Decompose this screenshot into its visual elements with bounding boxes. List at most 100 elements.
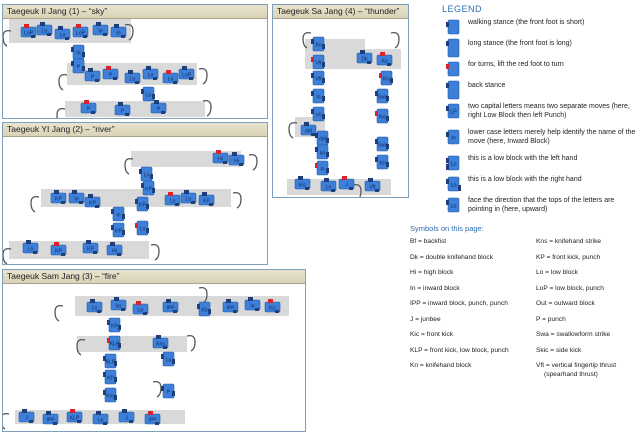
thunder-move-6: In: [311, 88, 325, 104]
fire-move-4: Lo: [86, 299, 103, 313]
thunder-move-17: Lo: [320, 178, 337, 192]
river-move-label-9: Lo: [170, 199, 176, 205]
sky-move-label-2: Lo: [60, 33, 66, 39]
thunder-move-10: ddl: [300, 122, 317, 136]
legend-item-text: two capital letters means two separate m…: [468, 103, 630, 119]
fire-move-label-21: IPP: [148, 418, 157, 424]
svg-text:Lo: Lo: [450, 162, 456, 168]
thunder-move-11: ddl: [315, 130, 329, 146]
fire-move-label-14: Lo: [166, 358, 172, 364]
thunder-move-label-9: Kic: [379, 115, 386, 121]
fire-turn-arc-1: [198, 286, 208, 304]
legend-item: long stance (the front foot is long): [442, 38, 638, 59]
symbol-definition: In = inward block: [410, 284, 460, 292]
thunder-move-label-18: J: [345, 183, 348, 189]
sky-move-9: P: [102, 66, 119, 80]
sky-move-label-5: In: [116, 31, 120, 37]
river-turn-arc-5: [150, 243, 160, 261]
fire-move-19: Lo: [92, 411, 109, 425]
sky-move-label-11: Lo: [148, 73, 154, 79]
river-turn-arc-4: [3, 247, 12, 264]
sky-move-label-0: LoP: [24, 31, 34, 37]
sky-move-label-9: P: [109, 73, 113, 79]
svg-text:Lo: Lo: [450, 183, 456, 189]
river-turn-arc-0: [124, 157, 134, 175]
thunder-turn-arc-0: [302, 31, 312, 49]
fire-move-label-17: IPP: [46, 418, 55, 424]
sky-move-13: LoP: [178, 66, 195, 80]
panel-title-sa-jang: Taegeuk Sa Jang (4) – “thunder”: [273, 5, 408, 19]
fire-move-12: Kns: [103, 387, 117, 403]
fire-move-label-3: Kic: [269, 306, 276, 312]
river-move-label-5: In: [74, 197, 78, 203]
thunder-move-label-8: Hi: [316, 113, 321, 119]
fire-move-label-15: P: [167, 390, 171, 396]
symbol-definition: P = punch: [536, 315, 566, 323]
thunder-move-label-11: ddl: [319, 137, 326, 143]
sky-move-5: In: [110, 24, 127, 38]
legend-item-text: walking stance (the front foot is short): [468, 19, 585, 26]
sky-move-12: Lo: [162, 70, 179, 84]
svg-text:In: In: [451, 136, 456, 142]
river-move-label-0: Hi: [218, 157, 223, 163]
symbol-definition: Bf = backfist: [410, 238, 447, 245]
thunder-move-label-13: In: [320, 167, 324, 173]
river-turn-arc-1: [248, 153, 258, 171]
symbol-definition: Kic = front kick: [410, 331, 454, 338]
thunder-move-9: Kic: [375, 108, 389, 124]
two-moves-icon: LP: [446, 103, 460, 119]
symbol-definition: IPP = inward block, punch, punch: [410, 300, 508, 307]
fire-move-20: J: [118, 409, 135, 423]
river-move-13: Lo: [135, 220, 149, 236]
fire-move-17: IPP: [42, 411, 59, 425]
sky-move-label-17: P: [157, 107, 161, 113]
sky-move-label-14: Lo: [146, 93, 152, 99]
sky-move-label-10: Lo: [130, 77, 136, 83]
fire-move-2: In: [244, 297, 261, 311]
thunder-move-label-14: Swa: [378, 143, 388, 149]
river-move-label-1: Hi: [234, 159, 239, 165]
lower-case-icon: In: [446, 129, 460, 145]
fire-move-label-9: KLP: [110, 342, 120, 348]
legend: LEGEND walking stance (the front foot is…: [442, 4, 638, 221]
river-move-label-13: Lo: [140, 227, 146, 233]
sky-move-7: P: [71, 58, 85, 74]
river-move-15: KP: [50, 242, 67, 256]
panel-title-sam-jang: Taegeuk Sam Jang (3) – “fire”: [3, 270, 305, 284]
fire-move-label-18: KLP: [70, 416, 80, 422]
river-move-label-2: Lo: [144, 173, 150, 179]
river-move-5: In: [68, 190, 85, 204]
sky-move-label-1: Lo: [42, 29, 48, 35]
thunder-move-label-6: In: [316, 95, 320, 101]
fire-move-7: IPP: [162, 299, 179, 313]
river-move-label-8: KP: [89, 201, 96, 207]
symbol-definition: J = junbee: [410, 315, 441, 323]
fire-move-8: KP: [107, 317, 121, 333]
thunder-move-12: kn: [315, 144, 329, 160]
river-move-1: Hi: [228, 152, 245, 166]
sky-move-15: P: [80, 100, 97, 114]
walking-stance-icon: [446, 19, 460, 35]
thunder-turn-arc-1: [390, 31, 400, 49]
sky-move-6: In: [71, 44, 85, 60]
symbol-definition: KP = front kick, punch: [536, 253, 601, 261]
symbol-definition: Kn = knifehand block: [410, 362, 472, 369]
fire-move-1: IPP: [222, 299, 239, 313]
thunder-move-5: Kic: [379, 70, 393, 86]
legend-item-text: back stance: [468, 82, 506, 89]
thunder-move-16: Kic: [294, 176, 311, 190]
fire-move-18: KLP: [66, 409, 83, 423]
river-move-8: KP: [84, 194, 101, 208]
sky-turn-arc-1: [124, 23, 134, 41]
fire-move-11: KP: [103, 369, 117, 385]
sky-turn-arc-5: [202, 99, 212, 117]
sky-move-1: Lo: [36, 22, 53, 36]
long-stance-icon: [446, 38, 460, 58]
legend-item-text: for turns, lift the red foot to turn: [468, 61, 564, 68]
